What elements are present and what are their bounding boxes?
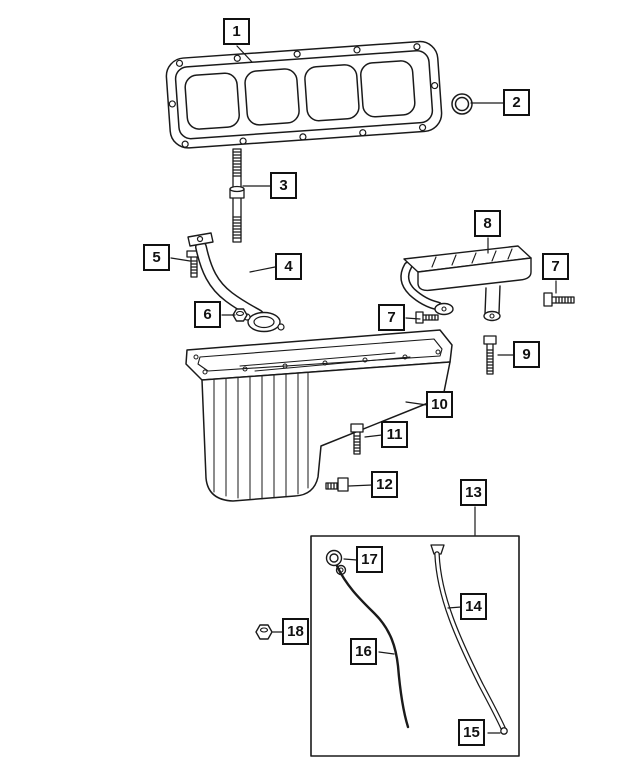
oil-pickup-tube-drawing bbox=[187, 232, 285, 333]
callout-1[interactable]: 1 bbox=[223, 18, 250, 45]
callout-3[interactable]: 3 bbox=[270, 172, 297, 199]
bolt-7b-drawing bbox=[415, 311, 439, 324]
callout-5[interactable]: 5 bbox=[143, 244, 170, 271]
callout-7a[interactable]: 7 bbox=[542, 253, 569, 280]
bolt-5-drawing bbox=[186, 250, 199, 278]
oil-pan-gasket-drawing bbox=[165, 40, 443, 149]
bolt-11-drawing bbox=[350, 423, 364, 455]
o-ring-drawing bbox=[451, 93, 473, 115]
callout-17[interactable]: 17 bbox=[356, 546, 383, 573]
callout-6[interactable]: 6 bbox=[194, 301, 221, 328]
dipstick-drawing bbox=[335, 564, 410, 729]
oil-pan-drawing bbox=[185, 329, 453, 502]
drain-plug-drawing bbox=[325, 477, 349, 492]
bolt-9-drawing bbox=[483, 335, 497, 375]
callout-9[interactable]: 9 bbox=[513, 341, 540, 368]
leader-lines bbox=[170, 45, 557, 734]
callout-7b[interactable]: 7 bbox=[378, 304, 405, 331]
tube-end-drawing bbox=[500, 727, 508, 735]
windage-tray-drawing bbox=[400, 245, 532, 322]
dipstick-handle-drawing bbox=[325, 549, 347, 576]
callout-18[interactable]: 18 bbox=[282, 618, 309, 645]
callout-16[interactable]: 16 bbox=[350, 638, 377, 665]
callout-13[interactable]: 13 bbox=[460, 479, 487, 506]
callout-12[interactable]: 12 bbox=[371, 471, 398, 498]
callout-11[interactable]: 11 bbox=[381, 421, 408, 448]
dipstick-tube-drawing bbox=[430, 544, 506, 731]
plug-6-drawing bbox=[232, 308, 248, 322]
dipstick-kit-box bbox=[310, 535, 520, 757]
callout-15[interactable]: 15 bbox=[458, 719, 485, 746]
callout-4[interactable]: 4 bbox=[275, 253, 302, 280]
callout-2[interactable]: 2 bbox=[503, 89, 530, 116]
callout-14[interactable]: 14 bbox=[460, 593, 487, 620]
nut-18-drawing bbox=[255, 624, 273, 640]
stud-bolt-drawing bbox=[229, 148, 245, 243]
callout-8[interactable]: 8 bbox=[474, 210, 501, 237]
callout-10[interactable]: 10 bbox=[426, 391, 453, 418]
bolt-7a-drawing bbox=[543, 292, 575, 307]
